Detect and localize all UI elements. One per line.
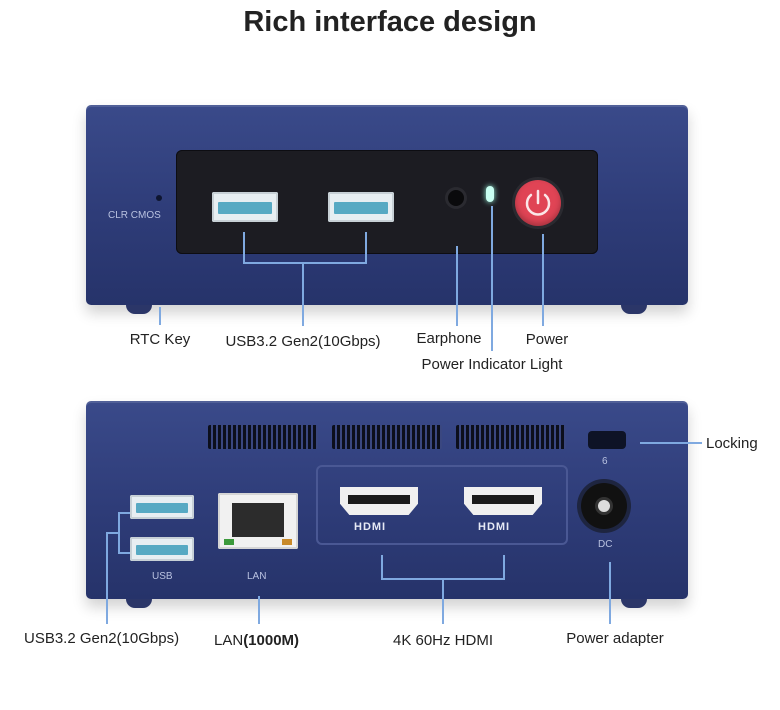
callout-line	[609, 562, 611, 624]
callout-line	[491, 206, 493, 351]
callout-line	[365, 232, 367, 262]
hdmi-port-1	[340, 487, 418, 515]
lock-label: 6	[602, 456, 608, 467]
lan-port-label: LAN	[247, 571, 267, 582]
clr-cmos-hole	[156, 195, 162, 201]
rtc-key-label: RTC Key	[129, 331, 191, 348]
power-indicator-label: Power Indicator Light	[421, 356, 563, 373]
lan-led-amber	[282, 539, 292, 545]
power-adapter-callout: Power adapter	[566, 630, 664, 647]
locking-callout: Locking	[706, 435, 758, 452]
lan-led-green	[224, 539, 234, 545]
lan-callout-suffix: )	[294, 632, 300, 649]
power-button	[515, 180, 561, 226]
device-foot	[621, 599, 647, 608]
earphone-jack	[448, 190, 464, 206]
rear-usb-port-2	[130, 537, 194, 561]
lan-callout-speed: (1000M	[243, 632, 295, 649]
callout-line	[106, 532, 119, 534]
callout-line	[106, 532, 108, 624]
front-usb-label: USB3.2 Gen2(10Gbps)	[225, 333, 381, 350]
rear-usb-port-1	[130, 495, 194, 519]
callout-line	[442, 578, 444, 624]
callout-line	[258, 596, 260, 624]
callout-line	[118, 512, 130, 514]
lan-callout-prefix: LAN	[214, 632, 244, 649]
hdmi-logo: HDMI	[478, 521, 511, 533]
rear-usb-callout: USB3.2 Gen2(10Gbps)	[24, 630, 180, 647]
clr-cmos-label: CLR CMOS	[108, 210, 161, 221]
device-foot	[621, 305, 647, 314]
front-usb-port-1	[212, 192, 278, 222]
rear-usb-label: USB	[152, 571, 173, 582]
dc-label: DC	[598, 539, 613, 550]
power-icon	[525, 189, 551, 216]
callout-line	[118, 512, 120, 554]
callout-line	[159, 307, 161, 325]
callout-line	[503, 555, 505, 579]
earphone-label: Earphone	[416, 330, 482, 347]
dc-pin	[598, 500, 610, 512]
vent-grille	[332, 425, 442, 449]
lan-port	[218, 493, 298, 549]
callout-line	[456, 246, 458, 326]
dc-power-jack	[581, 483, 627, 529]
lan-callout: LAN(1000M)	[214, 632, 299, 650]
hdmi-callout: 4K 60Hz HDMI	[392, 632, 494, 649]
hdmi-logo: HDMI	[354, 521, 387, 533]
power-label: Power	[525, 331, 569, 348]
vent-grille	[456, 425, 566, 449]
front-panel-device: CLR CMOS	[86, 105, 688, 314]
device-foot	[126, 599, 152, 608]
callout-line	[381, 555, 383, 579]
hdmi-port-group: HDMI HDMI	[316, 465, 568, 545]
front-usb-port-2	[328, 192, 394, 222]
callout-line	[243, 232, 245, 262]
callout-line	[542, 234, 544, 326]
kensington-lock-slot	[588, 431, 626, 449]
lan-socket	[232, 503, 284, 537]
power-indicator-led	[486, 186, 494, 202]
device-foot	[126, 305, 152, 314]
rear-panel-device: 6 USB LAN HDMI HDMI DC	[86, 401, 688, 608]
front-io-panel	[176, 150, 598, 254]
callout-line	[243, 262, 367, 264]
hdmi-port-2	[464, 487, 542, 515]
vent-grille	[208, 425, 318, 449]
callout-line	[118, 552, 130, 554]
callout-line	[640, 442, 702, 444]
callout-line	[302, 262, 304, 326]
page-title: Rich interface design	[243, 6, 537, 38]
